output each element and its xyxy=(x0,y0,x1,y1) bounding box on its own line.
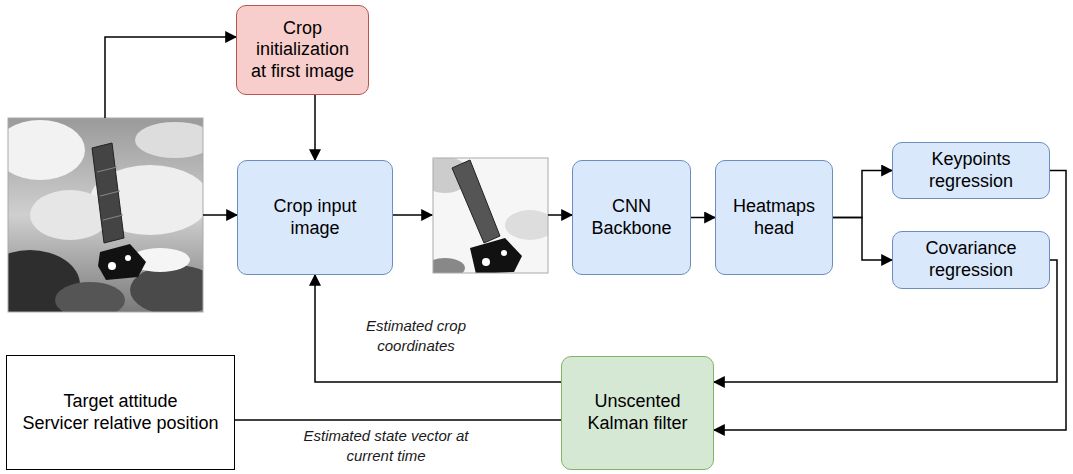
panel-grid xyxy=(103,215,123,220)
box-text: Heatmaps head xyxy=(726,196,822,239)
process-box: Heatmaps head xyxy=(715,160,833,275)
init-box: Crop initialization at first image xyxy=(236,5,369,95)
crop-to-image-wire xyxy=(392,214,432,216)
output-box: Target attitudeServicer relative positio… xyxy=(6,355,235,470)
box-text: Crop input image xyxy=(248,196,382,239)
body-detail xyxy=(108,262,116,270)
dark-ground xyxy=(130,265,203,312)
solar-panel xyxy=(92,143,124,243)
connector xyxy=(235,419,561,421)
cloud xyxy=(8,120,85,180)
connector xyxy=(714,171,1066,431)
box-text: Covariance regression xyxy=(903,238,1039,281)
box-text: Target attitude xyxy=(63,391,177,413)
input-image xyxy=(8,118,203,312)
box-text: Crop initialization at first image xyxy=(247,18,358,83)
dark-ground xyxy=(433,258,465,273)
box-text: Keypoints regression xyxy=(903,149,1039,192)
box-text: Unscented Kalman filter xyxy=(572,391,703,434)
process-box: CNN Backbone xyxy=(572,160,691,275)
image-to-init-wire xyxy=(105,37,236,118)
connector xyxy=(691,217,715,219)
connector xyxy=(315,275,561,382)
panel-grid xyxy=(100,191,120,196)
cloud-shadow xyxy=(505,210,548,240)
box-text: Servicer relative position xyxy=(22,413,218,435)
connector xyxy=(314,95,316,160)
connector xyxy=(833,171,892,218)
edge-label: Estimated crop coordinates xyxy=(352,316,480,357)
process-box: Covariance regression xyxy=(892,231,1050,288)
image-to-cnn-wire xyxy=(548,214,572,216)
body-detail xyxy=(482,258,490,266)
process-box: Keypoints regression xyxy=(892,142,1050,199)
image-to-crop-wire xyxy=(203,214,237,216)
solar-panel xyxy=(452,160,500,243)
body-detail xyxy=(125,255,131,261)
satellite-body xyxy=(98,244,146,280)
satellite-body xyxy=(470,238,522,273)
dark-ground xyxy=(55,282,125,312)
process-box: Crop input image xyxy=(237,160,393,275)
body-detail xyxy=(501,250,507,256)
cropped-image xyxy=(433,158,548,273)
image-frame xyxy=(433,158,548,273)
edge-label: Estimated state vector at current time xyxy=(292,426,480,467)
connector xyxy=(833,218,892,261)
filter-box: Unscented Kalman filter xyxy=(561,356,714,470)
image-frame xyxy=(8,118,203,312)
box-text: CNN Backbone xyxy=(583,196,680,239)
panel-grid xyxy=(97,167,117,172)
cloud xyxy=(135,122,203,158)
